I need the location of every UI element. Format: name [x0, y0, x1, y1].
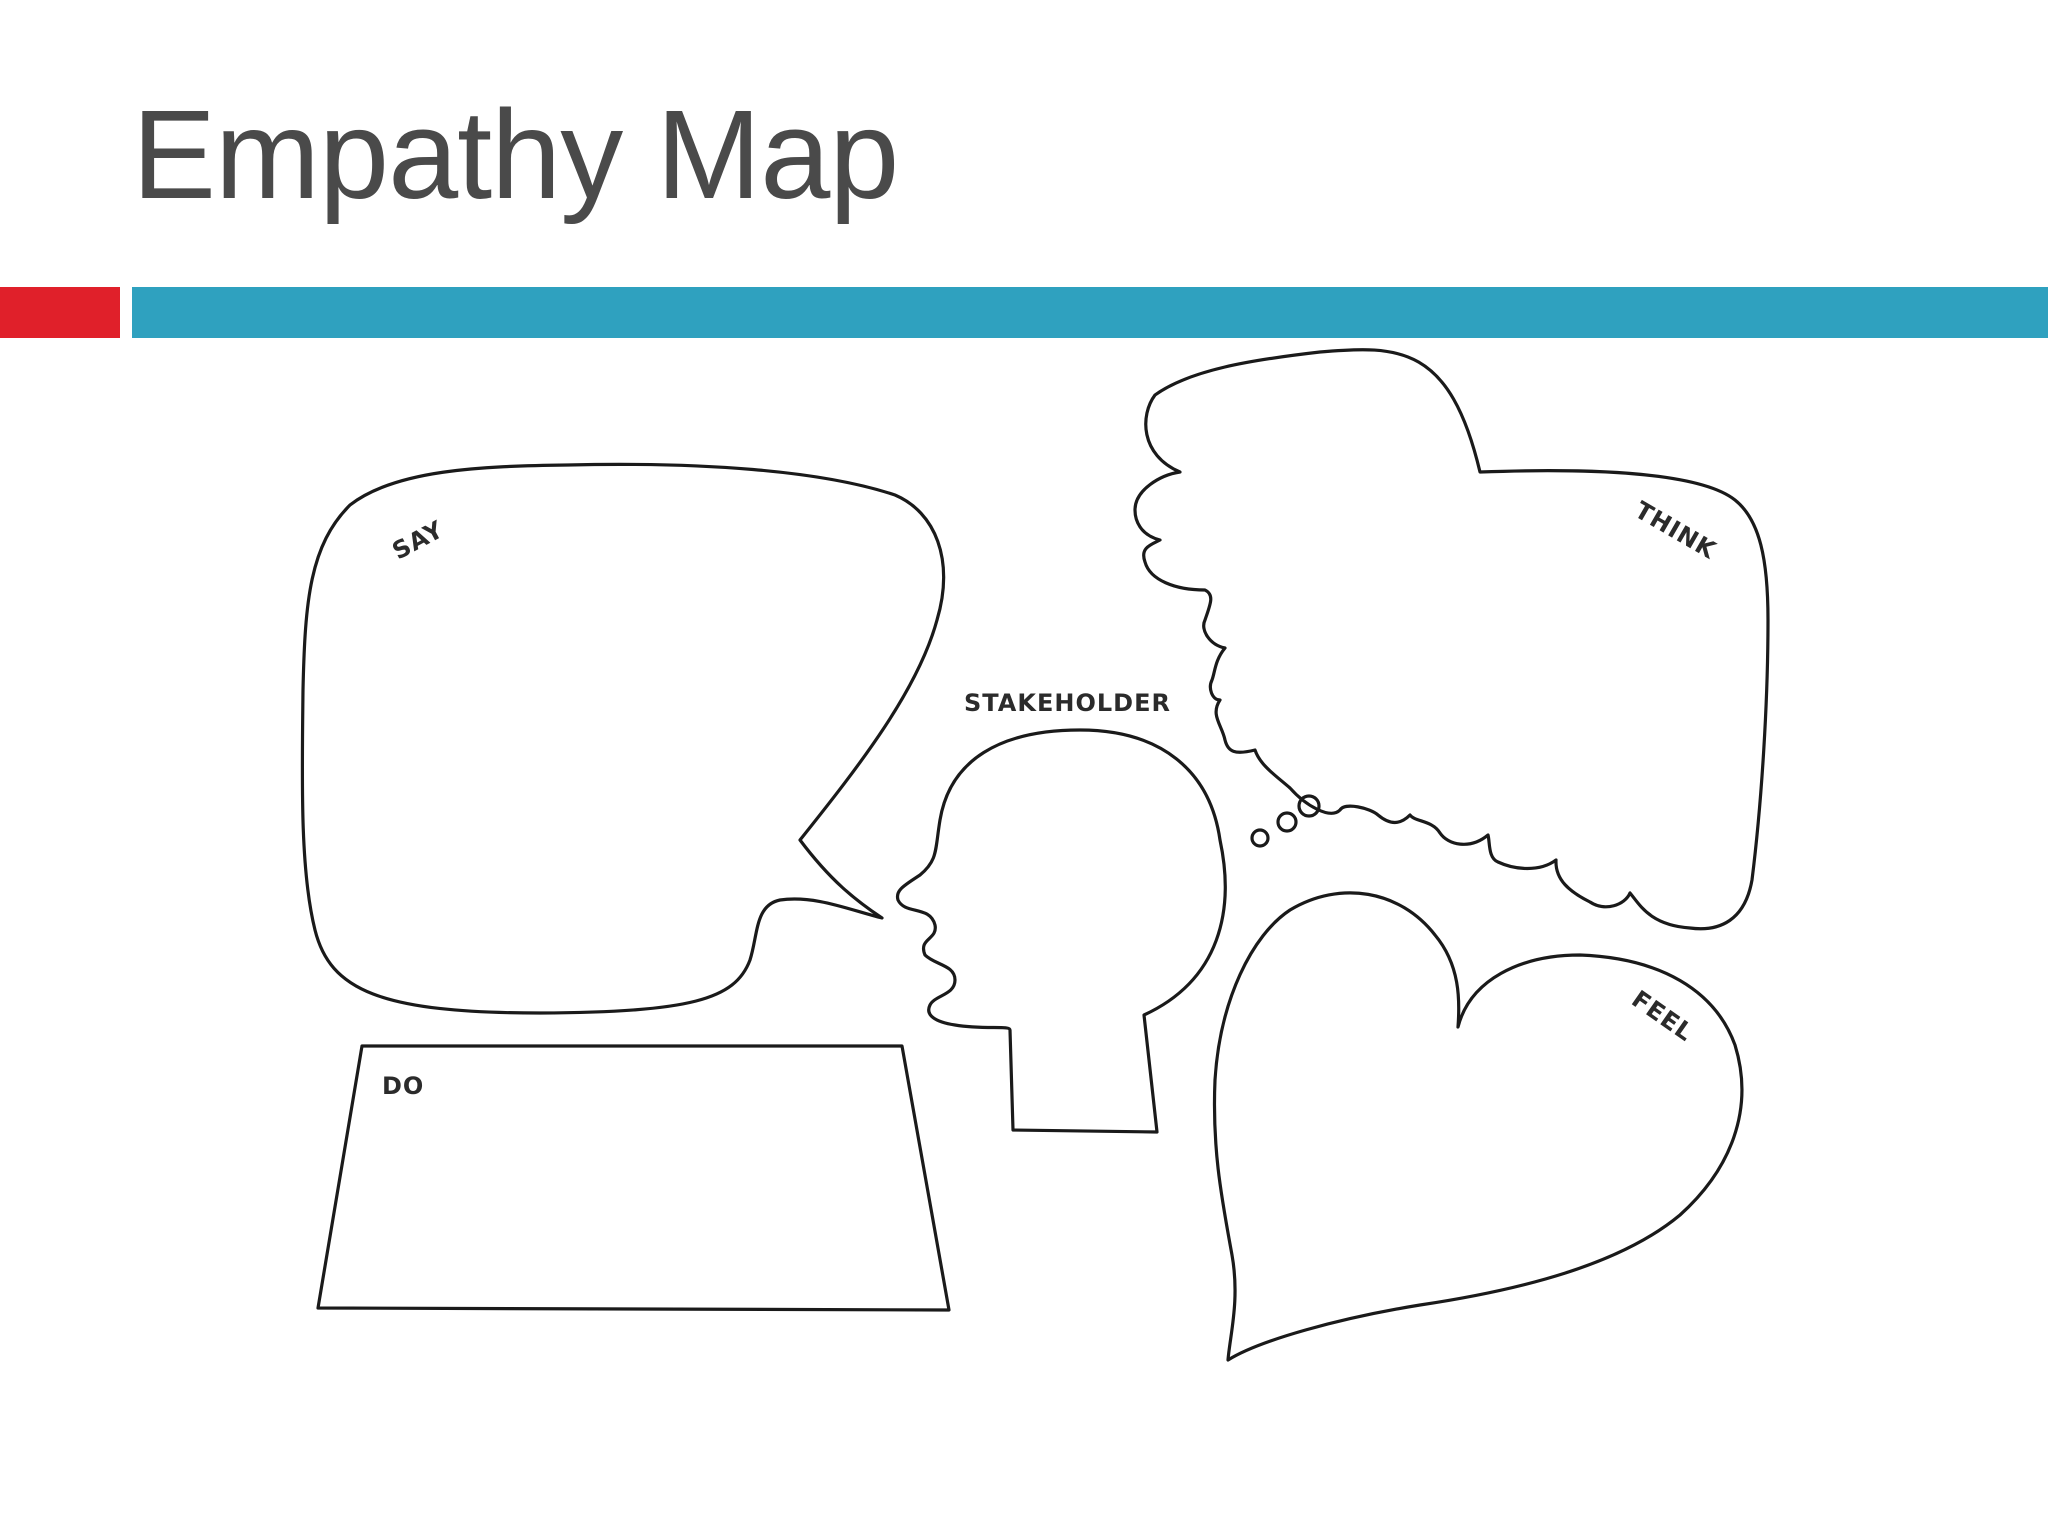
- thought-dot-small: [1250, 828, 1270, 848]
- feel-label: FEEL: [1627, 985, 1699, 1047]
- do-box[interactable]: [316, 1044, 951, 1312]
- think-label: THINK: [1630, 496, 1721, 565]
- do-label: DO: [382, 1072, 424, 1100]
- accent-bar-teal: [132, 287, 2048, 338]
- say-label: SAY: [388, 515, 449, 565]
- feel-heart[interactable]: [1212, 891, 1744, 1362]
- thought-dot-large: [1297, 794, 1321, 818]
- say-bubble[interactable]: [300, 462, 946, 1015]
- thought-dot-medium: [1276, 811, 1298, 833]
- accent-bar-red: [0, 287, 120, 338]
- stakeholder-label: STAKEHOLDER: [964, 689, 1171, 717]
- stakeholder-head[interactable]: [895, 728, 1227, 1134]
- think-bubble[interactable]: [1133, 348, 1770, 931]
- slide-title: Empathy Map: [132, 84, 899, 225]
